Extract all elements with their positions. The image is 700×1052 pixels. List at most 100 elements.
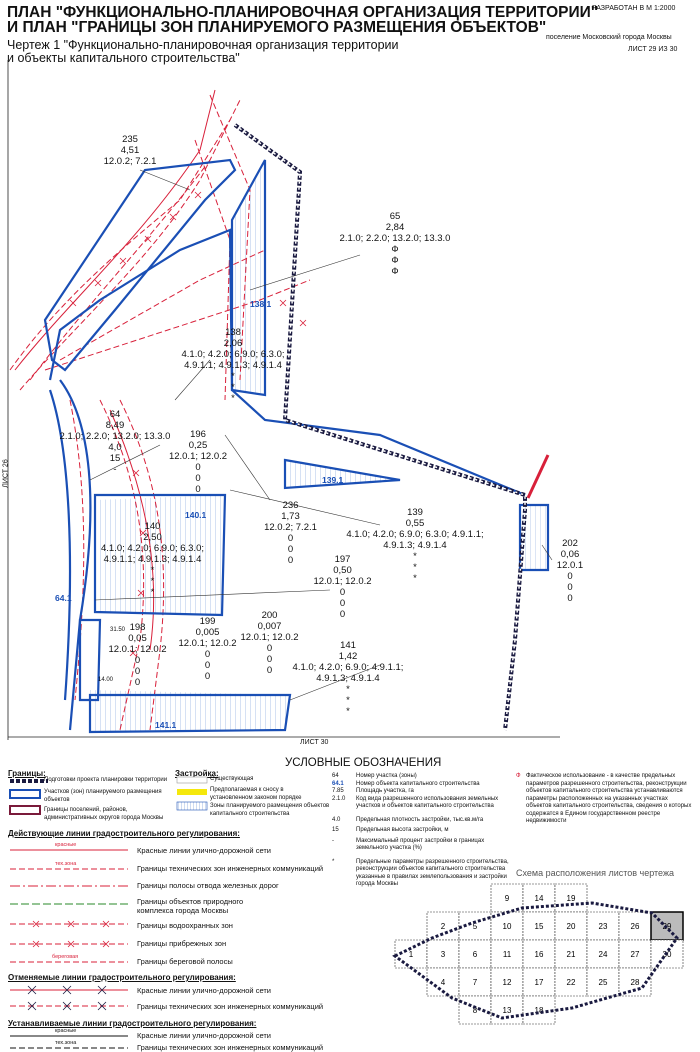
legend-active-6: Границы береговой полосы (137, 957, 233, 966)
hatch-zone-141 (90, 690, 290, 732)
scheme-cell: 6 (458, 939, 492, 969)
hatch-zone-138 (232, 160, 265, 395)
scheme-cell-label: 10 (503, 922, 512, 931)
scheme-cell-label: 14 (535, 894, 544, 903)
dim-label-2: 14.00 (98, 677, 114, 683)
scheme-cell: 9 (490, 883, 524, 913)
scheme-cell-label: 28 (631, 978, 640, 987)
scheme-cell: 22 (554, 967, 588, 997)
scheme-cell: 17 (522, 967, 556, 997)
scheme-cell: 12 (490, 967, 524, 997)
object-140-1: 140.1 (185, 510, 207, 520)
legend-borders-swatches (9, 779, 48, 815)
scheme-boundary (392, 901, 679, 1020)
title-line-1: ПЛАН "ФУНКЦИОНАЛЬНО-ПЛАНИРОВОЧНАЯ ОРГАНИ… (7, 4, 599, 21)
scheme-cell: 19 (554, 883, 588, 913)
scheme-cell-label: 16 (535, 950, 544, 959)
scheme-cell: 21 (554, 939, 588, 969)
legend-new-tag-1: тех.зона (55, 1040, 77, 1046)
scheme-cell: 3 (426, 939, 460, 969)
legend-borders-title: Границы: (8, 769, 46, 778)
scheme-cell: 16 (522, 939, 556, 969)
legend-title: УСЛОВНЫЕ ОБОЗНАЧЕНИЯ (285, 757, 442, 769)
scheme-cell-label: 17 (535, 978, 544, 987)
scheme-cell-label: 6 (473, 950, 478, 959)
sheet-number: ЛИСТ 29 ИЗ 30 (628, 46, 678, 53)
scheme-cell-label: 11 (503, 950, 512, 959)
legend-active-1: Границы технических зон инженерных комму… (137, 864, 324, 873)
legend-active-0: Красные линии улично-дорожной сети (137, 846, 271, 855)
legend-build-existing: Существующая (210, 776, 254, 782)
legend-new-title: Устанавливаемые линии градостроительного… (8, 1019, 257, 1028)
leader-lines (89, 169, 553, 701)
map-canvas (7, 60, 560, 740)
legend-active-tag-0: красные (55, 842, 77, 848)
scheme-cell: 25 (586, 967, 620, 997)
scheme-cell-label: 21 (567, 950, 576, 959)
legend-cancel-title: Отменяемые линии градостроительного регу… (8, 973, 236, 982)
scheme-map: 1234567891011121314151617181920212223242… (392, 883, 684, 1025)
parcel-boundaries (43, 158, 550, 734)
scheme-cell: 8 (458, 995, 492, 1025)
subtitle-line-2: и объекты капитального строительства" (7, 51, 240, 65)
scheme-cell-label: 20 (567, 922, 576, 931)
red-end-marker (526, 454, 550, 499)
dim-label-1: 31.50 (110, 627, 126, 633)
scheme-cell-label: 24 (599, 950, 608, 959)
scheme-cell: 11 (490, 939, 524, 969)
red-solid-lines (14, 89, 216, 651)
scheme-cell: 23 (586, 911, 620, 941)
object-139-1: 139.1 (322, 475, 344, 485)
legend-build-swatches (176, 776, 208, 811)
legend-border-project: Подготовки проекта планировки территории (44, 777, 168, 783)
scheme-cell: 27 (618, 939, 652, 969)
scheme-cell: 18 (522, 995, 556, 1025)
scheme-cell: 13 (490, 995, 524, 1025)
scheme-cell-label: 23 (599, 922, 608, 931)
legend-active-3: Границы объектов природного комплекса го… (137, 897, 244, 915)
scheme-cell-label: 9 (505, 894, 510, 903)
legend-active-tag-1: тех.зона (55, 861, 77, 867)
scheme-cell: 26 (618, 911, 652, 941)
object-138-1: 138.1 (250, 299, 272, 309)
legend-code-row: *Предельные параметры разрешенного строи… (332, 858, 509, 888)
legend-new-0: Красные линии улично-дорожной сети (137, 1031, 271, 1040)
title-line-2: И ПЛАН "ГРАНИЦЫ ЗОН ПЛАНИРУЕМОГО РАЗМЕЩЕ… (7, 19, 547, 36)
scheme-cell: 2 (426, 911, 460, 941)
settlement-note: поселение Московский города Москвы (546, 34, 672, 41)
scheme-cell-label: 3 (441, 950, 446, 959)
legend-border-settlements: Границы поселений, районов, администрати… (44, 807, 164, 821)
hatch-zone-140 (95, 495, 225, 615)
scheme-cell-label: 1 (409, 950, 414, 959)
object-64-1: 64.1 (55, 593, 72, 603)
legend-cancel-1: Границы технических зон инженерных комму… (137, 1002, 324, 1011)
legend-active-swatches (10, 849, 128, 963)
scheme-title: Схема расположения листов чертежа (516, 868, 674, 878)
scheme-cell-label: 7 (473, 978, 478, 987)
sheet-left-label: ЛИСТ 26 (2, 459, 10, 488)
legend-active-5: Границы прибрежных зон (137, 939, 227, 948)
scheme-cell-label: 25 (599, 978, 608, 987)
legend-cancel-swatches (10, 985, 128, 1011)
legend-active-4: Границы водоохранных зон (137, 921, 233, 930)
legend-border-parcels: Участков (зон) планируемого размещения о… (44, 789, 162, 803)
phi-symbol: Ф (516, 773, 521, 779)
legend-active-tag-6: береговая (52, 954, 79, 960)
scheme-cell-label: 27 (631, 950, 640, 959)
